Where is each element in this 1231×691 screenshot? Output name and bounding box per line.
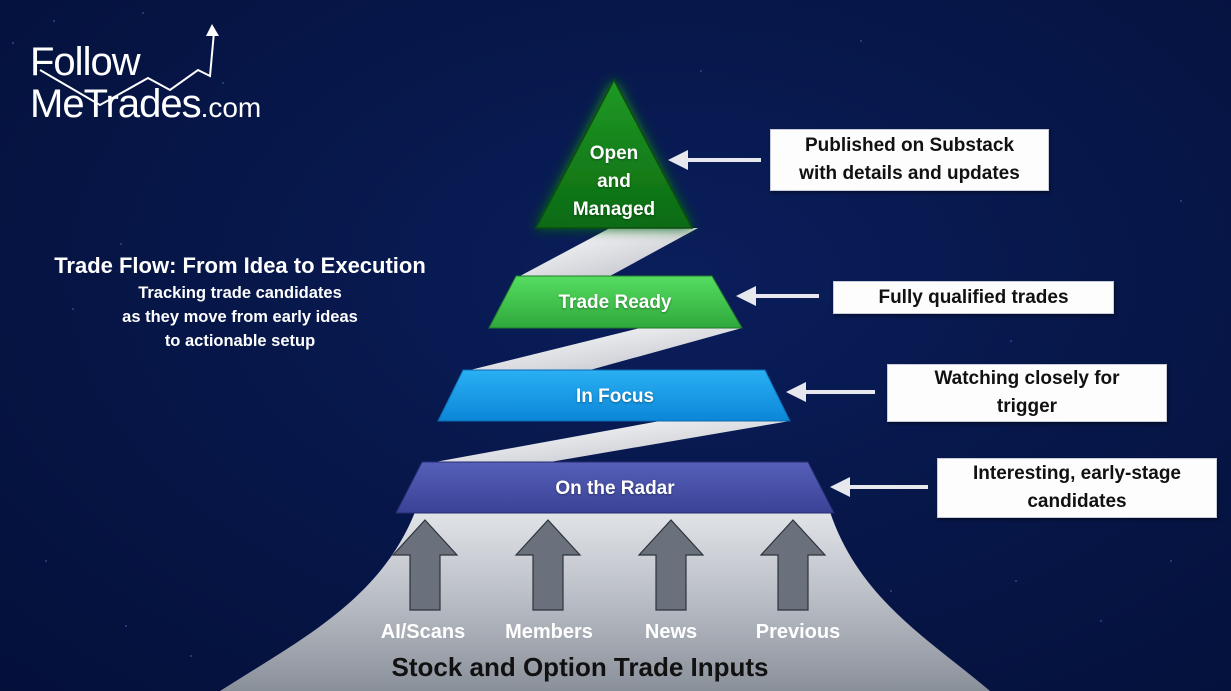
connector-focus-radar [435,421,790,462]
tier-label-line: Managed [572,199,656,220]
arrow-left-icon [736,286,819,306]
input-source-ai-scans: AI/Scans [380,621,466,643]
callout-line: with details and updates [799,163,1020,184]
input-arrows [391,519,827,611]
star [890,590,892,592]
star [1015,580,1017,582]
star [142,12,144,14]
star [190,655,192,657]
logo-suffix: .com [200,92,262,123]
callout-line: Published on Substack [804,135,1015,156]
tier-open-label: Open and Managed [554,140,674,224]
tier-radar-shape [395,461,835,514]
arrow-up-icon [637,519,705,611]
subtitle-line: as they move from early ideas [122,308,358,326]
tier-label-line: Open [589,143,639,164]
arrow-left-icon [830,477,928,497]
callout-line: Interesting, early-stage [972,463,1182,484]
arrow-left-icon [668,150,761,170]
callout-open: Published on Substack with details and up… [770,129,1049,191]
diagram-heading: Trade Flow: From Idea to Execution Track… [20,253,460,353]
arrow-left-icon [786,382,875,402]
star [1180,200,1182,202]
subtitle-line: Tracking trade candidates [138,284,342,302]
logo-line2: MeTrades.com [30,82,261,127]
callout-radar: Interesting, early-stage candidates [937,458,1217,518]
callout-ready: Fully qualified trades [833,281,1114,314]
star [72,308,74,310]
star [45,560,47,562]
logo-arrow-icon [206,24,219,36]
input-source-members: Members [505,621,593,643]
callout-line: Watching closely for [934,368,1120,389]
star [700,70,702,72]
callout-line: Fully qualified trades [878,286,1069,308]
callout-focus: Watching closely for trigger [887,364,1167,422]
tier-label-line: and [597,171,631,192]
star [222,82,224,84]
tier-radar-label: On the Radar [555,478,675,499]
arrow-up-icon [391,519,459,611]
connector-open-ready [520,228,698,276]
input-source-news: News [644,621,698,643]
input-source-previous: Previous [755,621,841,643]
star [12,42,14,44]
star [1010,340,1012,342]
star [53,20,55,22]
star [1170,560,1172,562]
tier-focus-label: In Focus [575,386,655,407]
heading-subtitle: Tracking trade candidates as they move f… [20,281,460,353]
callout-line: trigger [996,396,1058,417]
inputs-title: Stock and Option Trade Inputs [391,652,769,682]
logo-name: MeTrades [30,82,202,126]
star [125,625,127,627]
star [860,40,862,42]
arrow-up-icon [514,519,582,611]
star [1100,620,1102,622]
heading-title: Trade Flow: From Idea to Execution [54,253,426,278]
logo-line1: Follow [30,40,141,84]
connector-ready-focus [470,328,742,370]
subtitle-line: to actionable setup [164,332,316,350]
logo-trend-line [39,31,215,107]
tier-focus-shape [437,369,791,422]
callout-arrows [668,150,928,497]
tier-ready-shape [488,275,743,329]
callout-line: candidates [1027,491,1127,512]
star [120,243,122,245]
tier-open-shape [534,78,694,229]
arrow-up-icon [759,519,827,611]
tier-ready-label: Trade Ready [558,292,672,313]
